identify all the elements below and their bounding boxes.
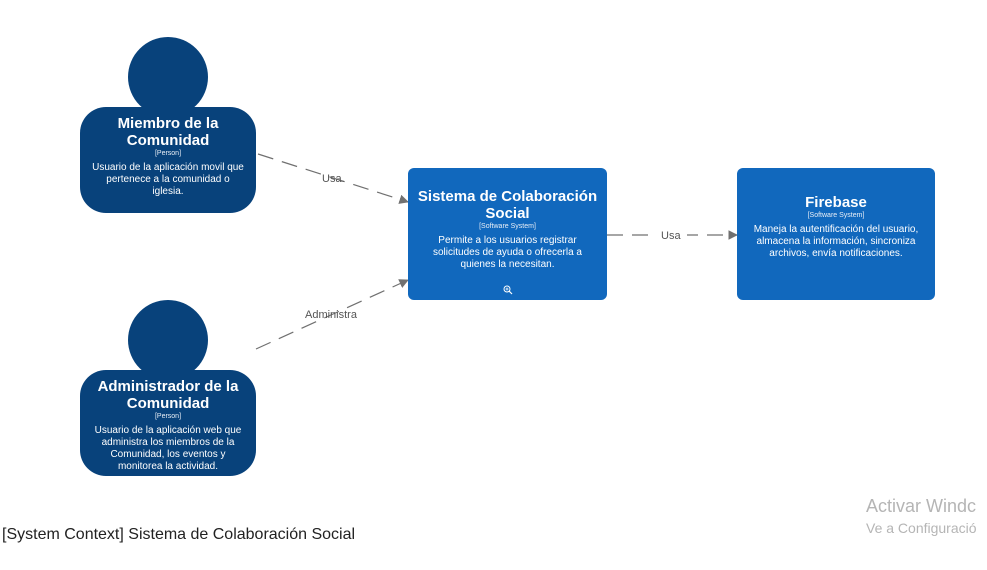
person-kind: [Person]: [154, 413, 182, 420]
system-kind: [Software System]: [479, 223, 536, 230]
system-description: Maneja la autentificación del usuario, a…: [753, 224, 919, 259]
magnifier-plus-icon[interactable]: [503, 285, 513, 295]
person-body: Administrador de la Comunidad [Person] U…: [80, 370, 256, 476]
system-firebase[interactable]: Firebase [Software System] Maneja la aut…: [737, 168, 935, 300]
system-title: Sistema de Colaboración Social: [417, 188, 598, 222]
person-head: [128, 300, 208, 380]
person-community-member[interactable]: Miembro de la Comunidad [Person] Usuario…: [80, 37, 256, 213]
edge-firebase-label: Usa: [661, 230, 681, 242]
system-description: Permite a los usuarios registrar solicit…: [433, 235, 582, 270]
activation-watermark-subtitle: Ve a Configuració: [866, 520, 977, 536]
person-title: Miembro de la Comunidad: [117, 115, 219, 149]
person-body: Miembro de la Comunidad [Person] Usuario…: [80, 107, 256, 213]
system-colaboracion-social[interactable]: Sistema de Colaboración Social [Software…: [408, 168, 607, 300]
diagram-caption: [System Context] Sistema de Colaboración…: [2, 526, 356, 543]
activation-watermark-title: Activar Windc: [866, 496, 977, 516]
edge-administers: [255, 279, 409, 350]
person-description: Usuario de la aplicación web que adminis…: [94, 425, 242, 472]
person-description: Usuario de la aplicación movil que perte…: [92, 162, 244, 197]
edge-administers-label: Administra: [305, 309, 358, 321]
person-head: [128, 37, 208, 117]
person-kind: [Person]: [154, 150, 182, 157]
system-kind: [Software System]: [807, 212, 865, 219]
person-community-admin[interactable]: Administrador de la Comunidad [Person] U…: [80, 300, 256, 476]
system-title: Firebase: [805, 194, 867, 211]
edge-uses: [257, 153, 409, 204]
person-title: Administrador de la Comunidad: [97, 378, 239, 412]
edge-uses-label: Usa.: [322, 173, 345, 185]
